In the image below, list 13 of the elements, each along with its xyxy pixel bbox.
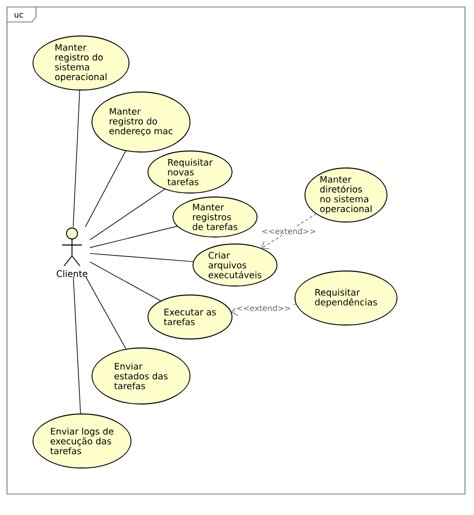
actor: Cliente: [56, 228, 88, 278]
association-line: [72, 90, 80, 228]
association-line: [90, 226, 178, 248]
node-label: Cliente: [56, 270, 88, 278]
edge-label: <<extend>>: [260, 227, 317, 236]
association-line: [72, 276, 81, 414]
association-line: [90, 253, 194, 262]
association-line: [90, 188, 166, 240]
association-line: [90, 262, 162, 302]
dashed-arrow: [261, 213, 317, 250]
association-line: [86, 276, 126, 350]
association-line: [84, 150, 126, 228]
edge-label: <<extend>>: [235, 304, 292, 312]
